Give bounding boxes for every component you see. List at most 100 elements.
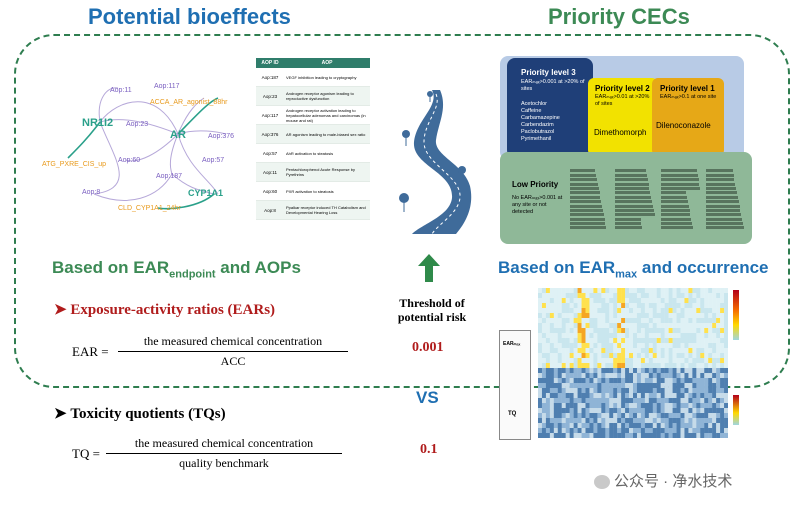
node-aop-376: Aop:376 [208,133,234,140]
heatmap-cell [541,418,547,424]
heatmap-cell [652,368,657,374]
heatmap-cell [692,393,697,399]
heatmap-cell [672,433,677,438]
heatmap-cell [716,403,721,409]
heatmap-cell [609,393,614,399]
heatmap-cell [684,433,689,438]
heatmap-cell [617,303,622,309]
heatmap-cell [593,348,598,354]
heatmap-cell [660,428,665,434]
heatmap-cell [629,288,634,294]
heatmap-cell [688,353,693,359]
heatmap-cell [593,373,598,379]
heatmap-cell [569,293,574,299]
heatmap-cell [605,333,610,339]
heatmap-cell [712,333,717,339]
heatmap-cell [605,298,610,304]
heatmap-cell [668,398,673,404]
heatmap-cell [680,293,685,299]
wechat-icon [594,475,610,490]
heatmap-cell [696,338,701,344]
heatmap-cell [652,383,657,389]
heatmap-cell [609,293,614,299]
heatmap-cell [621,378,626,384]
heatmap-cell [593,298,598,304]
heatmap-cell [692,288,697,294]
heatmap-cell [589,338,594,344]
heatmap-cell [704,308,709,314]
heatmap-cell [668,408,673,414]
heatmap-cell [660,288,665,294]
heatmap-cell [696,418,701,424]
heatmap-cell [668,318,673,324]
heatmap-cell [656,313,661,319]
heatmap-cell [720,403,725,409]
heatmap-cell [648,373,653,379]
heatmap-cell [668,303,673,309]
heatmap-cell [688,433,693,438]
heatmap-cell [664,293,669,299]
heatmap-cell [644,308,650,314]
heatmap-cell [557,318,562,324]
heatmap-cell [652,353,657,359]
heatmap-cell [589,428,594,434]
heatmap-cell [549,308,555,314]
heatmap-cell [561,323,566,329]
heatmap-cell [712,318,717,324]
heatmap-cell [557,358,562,364]
heatmap-cell [577,423,582,429]
heatmap-cell [557,398,562,404]
heatmap-cell [684,343,689,349]
heatmap-cell [597,293,602,299]
heatmap-cell [625,433,630,438]
heatmap-cell [557,338,562,344]
heatmap-cell [557,418,562,424]
heatmap-cell [656,403,661,409]
heatmap-cell [609,403,614,409]
heatmap-cell [696,413,701,419]
heatmap-cell [561,408,566,414]
node-ar: AR [170,129,186,141]
heatmap-cell [585,318,590,324]
aop-table-header-id: AOP ID [256,58,284,68]
heatmap-cell [538,398,543,404]
heatmap-cell [676,418,681,424]
heatmap-cell [660,418,665,424]
heatmap-cell [633,358,638,364]
chemical-line [570,182,598,186]
heatmap-cell [573,433,578,438]
heatmap-cell [561,428,566,434]
heatmap-cell [712,288,717,294]
heatmap-cell [664,403,669,409]
heatmap-cell [561,378,566,384]
heatmap-cell [644,313,650,319]
heatmap-cell [708,363,713,369]
heatmap-cell [664,323,669,329]
heatmap-cell [712,363,717,369]
heatmap-cell [629,433,634,438]
heatmap-cell [672,308,677,314]
heatmap-cell [593,398,598,404]
heatmap-cell [684,313,689,319]
heatmap-cell [569,423,574,429]
heatmap-cell [601,393,606,399]
heatmap-cell [633,293,638,299]
heatmap-cell [553,353,558,359]
heatmap-cell [692,413,697,419]
heatmap-cell [545,408,551,414]
heatmap-cell [605,373,610,379]
heatmap-cell [565,303,570,309]
heatmap-cell [613,363,618,369]
chemical-line [660,186,701,190]
heatmap-cell [648,313,653,319]
heatmap-cell [664,318,669,324]
chemical-line [705,195,738,199]
heatmap-cell [633,308,638,314]
heatmap-cell [593,403,598,409]
heatmap-cell [577,298,582,304]
heatmap-cell [573,423,578,429]
heatmap-cell [712,378,717,384]
heatmap-cell [581,358,586,364]
heatmap-cell [593,308,598,314]
